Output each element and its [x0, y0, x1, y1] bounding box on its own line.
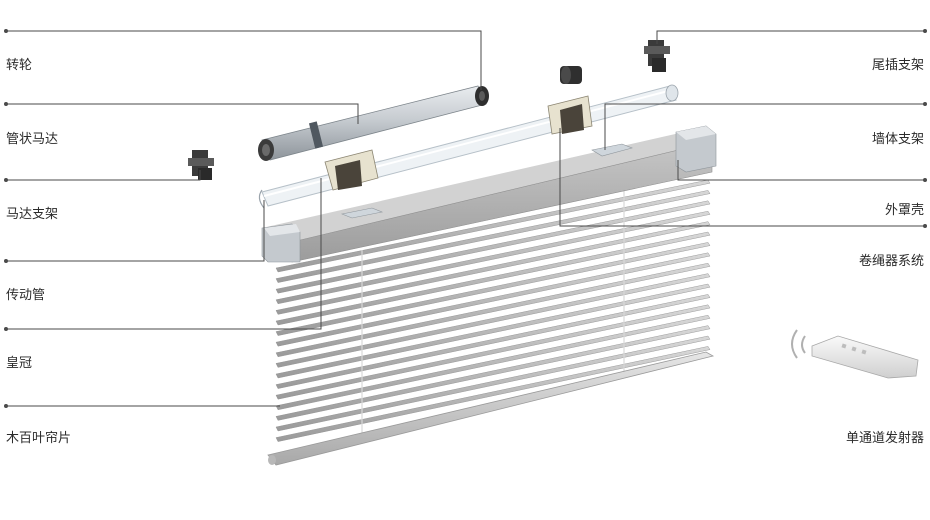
signal-wave-inner: [801, 335, 806, 354]
label-rotor: 转轮: [6, 58, 33, 73]
leader-dot: [923, 102, 927, 106]
leader-motor-bracket: [6, 170, 201, 181]
blind-slat: [275, 179, 711, 273]
crown: [324, 149, 379, 191]
blind-slat: [275, 242, 711, 336]
blind-slat: [275, 273, 711, 368]
blind-slat: [275, 200, 711, 294]
label-single-channel-transmitter: 单通道发射器: [845, 431, 924, 446]
leader-dot: [4, 102, 8, 106]
blind-slat: [275, 210, 711, 305]
label-drive-tube: 传动管: [6, 288, 46, 303]
blind-slat: [275, 304, 711, 400]
blind-slat: [275, 221, 711, 315]
blind-slat: [275, 325, 711, 421]
remote-transmitter: [791, 329, 919, 379]
blind-slat: [275, 231, 711, 326]
leader-dot: [4, 259, 8, 263]
label-end-plug-bracket: 尾插支架: [871, 58, 924, 73]
rotor: [475, 86, 489, 106]
leader-dot: [4, 327, 8, 331]
blind-slat: [275, 314, 711, 411]
blind-slat: [275, 294, 711, 389]
end-plug: [560, 66, 582, 84]
blind-slat: [275, 335, 711, 432]
leader-rotor: [6, 30, 482, 90]
bracket-clip-left: [340, 207, 384, 219]
blind-slat: [275, 190, 711, 283]
leader-outer-cover: [677, 160, 925, 181]
end-plug-bracket: [644, 40, 670, 72]
leader-crown: [6, 178, 322, 330]
leader-end-plug-bracket: [656, 30, 925, 44]
tubular-motor: [258, 85, 487, 161]
bottom-rail: [267, 351, 715, 466]
label-tubular-motor: 管状马达: [6, 132, 59, 147]
blind-slat: [275, 252, 711, 347]
leader-lines: [6, 30, 925, 407]
leader-dot: [4, 178, 8, 182]
leader-dots: [4, 29, 927, 408]
bracket-clip-right: [591, 143, 633, 157]
leader-wall-bracket: [604, 103, 925, 150]
blind-slat: [275, 262, 711, 358]
label-wall-bracket: 墙体支架: [871, 132, 924, 147]
blind-slat: [275, 346, 711, 442]
leader-dot: [4, 29, 8, 33]
leader-dot: [923, 178, 927, 182]
leader-dot: [923, 224, 927, 228]
signal-wave-outer: [791, 329, 798, 359]
leader-cord-winding: [559, 128, 925, 227]
motor-bracket: [188, 150, 214, 180]
blind-slats: [275, 179, 711, 442]
blind-slat: [275, 283, 711, 379]
cord-winder: [547, 95, 593, 135]
leader-drive-tube: [6, 200, 265, 262]
label-motor-bracket: 马达支架: [6, 207, 59, 222]
label-wood-blind: 木百叶帘片: [6, 431, 72, 446]
leader-tubular-motor: [6, 103, 359, 124]
label-crown: 皇冠: [6, 356, 33, 371]
leader-dot: [4, 404, 8, 408]
leader-dot: [923, 29, 927, 33]
label-outer-cover: 外罩壳: [884, 203, 924, 218]
headrail-outer-cover: [261, 125, 717, 263]
label-cord-winding-system: 卷绳器系统: [858, 254, 924, 269]
